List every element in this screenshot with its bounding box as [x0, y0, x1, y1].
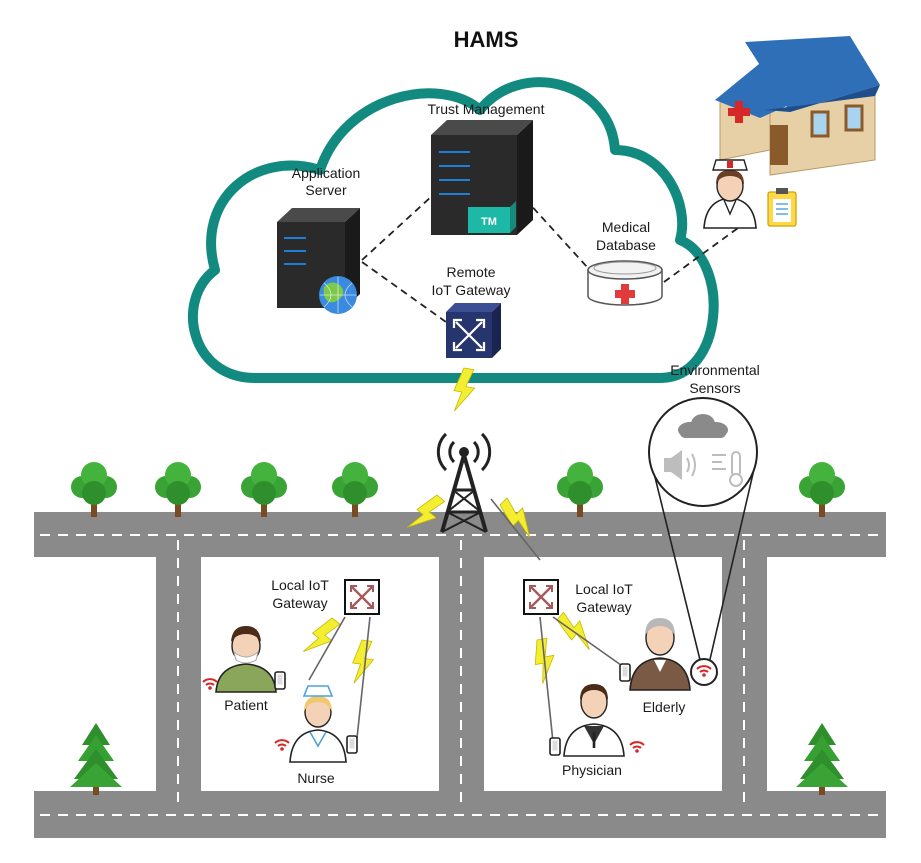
physician-wifi-icon	[629, 741, 645, 754]
road-network	[34, 512, 886, 838]
elderly-phone-icon	[619, 663, 631, 682]
application-server-label-line1: Application	[292, 165, 361, 181]
local-gateway-left-label-line2: Gateway	[272, 595, 327, 611]
trust-management-label: Trust Management	[428, 101, 545, 117]
pine-tree-icon	[70, 723, 122, 795]
application-server-icon	[277, 208, 360, 314]
remote-gateway-label-line1: Remote	[446, 264, 495, 280]
tree-icon	[155, 462, 201, 517]
environmental-sensors-group	[648, 397, 758, 686]
medical-database-label-line2: Database	[596, 237, 656, 253]
patient-phone-icon	[274, 671, 286, 690]
tree-icon	[241, 462, 287, 517]
physician-phone-icon	[549, 737, 561, 756]
thermometer-icon	[712, 451, 743, 487]
environmental-label-line1: Environmental	[670, 362, 760, 378]
tree-icon	[557, 462, 603, 517]
local-gateway-right-icon	[522, 578, 560, 616]
hospital-icon	[715, 36, 880, 176]
speaker-icon	[664, 450, 696, 480]
clipboard-icon	[767, 188, 797, 227]
cell-tower-icon	[436, 432, 492, 533]
environmental-label-line2: Sensors	[689, 380, 740, 396]
physician-icon	[563, 684, 625, 757]
diagram-title: HAMS	[454, 27, 519, 52]
lightning-icon	[552, 608, 601, 654]
nurse-wifi-icon	[274, 739, 290, 752]
pine-tree-icon	[796, 723, 848, 795]
nurse-label: Nurse	[297, 770, 335, 786]
thin-links	[308, 498, 629, 743]
patient-label: Patient	[224, 697, 268, 713]
hospital-nurse-icon	[703, 159, 757, 229]
elderly-icon	[629, 618, 691, 691]
remote-iot-gateway-icon	[446, 303, 501, 358]
medical-database-label-line1: Medical	[602, 219, 650, 235]
medical-database-icon	[587, 260, 663, 306]
local-gateway-left-icon	[343, 578, 381, 616]
application-server-label-line2: Server	[305, 182, 347, 198]
local-gateway-right-label-line2: Gateway	[576, 599, 631, 615]
elderly-label: Elderly	[643, 699, 686, 715]
local-gateway-left-label-line1: Local IoT	[271, 577, 329, 593]
tree-icon	[799, 462, 845, 517]
local-gateway-right-label-line1: Local IoT	[575, 581, 633, 597]
patient-icon	[215, 626, 277, 693]
lightning-icon	[299, 613, 344, 662]
trust-management-server-icon: TM	[431, 120, 533, 235]
nurse-icon	[289, 685, 347, 763]
cloud-weather-icon	[678, 414, 728, 438]
physician-label: Physician	[562, 762, 622, 778]
tree-icon	[71, 462, 117, 517]
tree-icon	[332, 462, 378, 517]
nurse-phone-icon	[346, 735, 358, 754]
remote-gateway-label-line2: IoT Gateway	[431, 282, 510, 298]
patient-wifi-icon	[202, 678, 218, 691]
tm-badge: TM	[481, 216, 497, 228]
